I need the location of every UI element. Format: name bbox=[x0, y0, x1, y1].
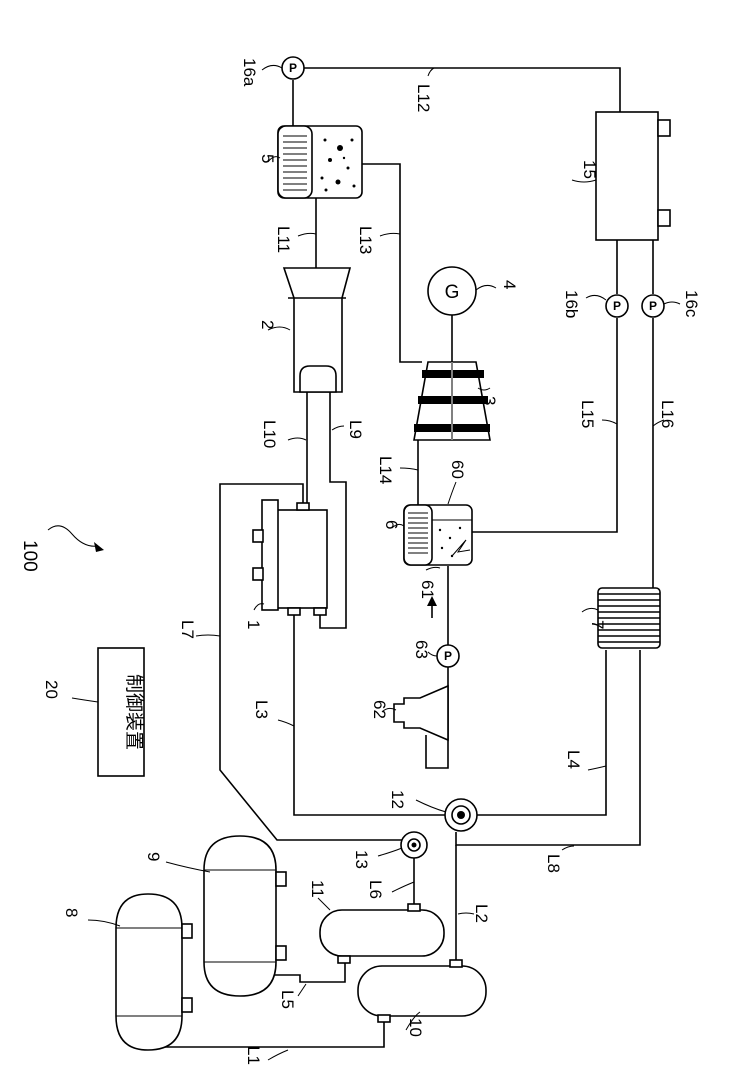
label-L2: L2 bbox=[472, 904, 491, 923]
control-device-text: 制御装置 bbox=[123, 674, 145, 750]
tank-8 bbox=[116, 894, 192, 1050]
label-5: 5 bbox=[258, 154, 277, 163]
control-device-20: 制御装置 bbox=[98, 648, 145, 776]
component-62 bbox=[394, 686, 448, 740]
component-15 bbox=[596, 112, 670, 240]
label-L12: L12 bbox=[414, 84, 433, 112]
pump-16b-letter: P bbox=[613, 299, 621, 313]
label-10: 10 bbox=[406, 1018, 425, 1037]
tank-9 bbox=[204, 836, 286, 996]
label-60: 60 bbox=[448, 460, 467, 479]
generator-letter: G bbox=[445, 282, 460, 303]
component-7 bbox=[598, 588, 660, 648]
label-L14: L14 bbox=[376, 456, 395, 484]
component-6 bbox=[404, 505, 472, 565]
label-13: 13 bbox=[352, 850, 371, 869]
valve-13 bbox=[401, 832, 427, 858]
label-16b: 16b bbox=[562, 290, 581, 318]
pump-63-letter: P bbox=[444, 649, 452, 663]
label-8: 8 bbox=[62, 908, 81, 917]
system-label-text: 100 bbox=[19, 540, 40, 572]
label-L16: L16 bbox=[658, 400, 677, 428]
generator-4: G bbox=[428, 267, 476, 315]
label-15: 15 bbox=[580, 160, 599, 179]
component-5 bbox=[278, 126, 362, 198]
label-L9: L9 bbox=[346, 420, 365, 439]
tank-11 bbox=[320, 904, 444, 963]
flow-arrow-61 bbox=[427, 596, 437, 618]
pump-16b: P bbox=[606, 295, 628, 317]
label-63: 63 bbox=[412, 640, 431, 659]
component-1 bbox=[253, 500, 327, 615]
pump-16a: P bbox=[282, 57, 304, 79]
tank-10 bbox=[358, 960, 486, 1022]
label-L15: L15 bbox=[578, 400, 597, 428]
pump-16c: P bbox=[642, 295, 664, 317]
system-label-100: 100 bbox=[19, 526, 104, 572]
label-61: 61 bbox=[418, 580, 437, 599]
label-11: 11 bbox=[308, 880, 327, 898]
label-12: 12 bbox=[388, 790, 407, 809]
pump-16c-letter: P bbox=[649, 299, 657, 313]
label-L5: L5 bbox=[278, 990, 297, 1009]
turbine-3 bbox=[414, 362, 490, 440]
label-L4: L4 bbox=[564, 750, 583, 769]
pump-16a-letter: P bbox=[289, 61, 297, 75]
label-16a: 16a bbox=[240, 58, 259, 87]
label-20: 20 bbox=[42, 680, 61, 699]
label-4: 4 bbox=[500, 280, 519, 289]
label-L10: L10 bbox=[260, 420, 279, 448]
label-7: 7 bbox=[588, 620, 607, 629]
valve-12 bbox=[445, 799, 477, 831]
pump-63: P bbox=[437, 645, 459, 667]
label-1: 1 bbox=[244, 620, 263, 629]
label-9: 9 bbox=[144, 852, 163, 861]
label-L1: L1 bbox=[244, 1046, 263, 1065]
label-16c: 16c bbox=[682, 290, 701, 318]
label-L6: L6 bbox=[366, 880, 385, 899]
label-L3: L3 bbox=[252, 700, 271, 719]
component-2 bbox=[284, 268, 350, 392]
label-L13: L13 bbox=[356, 226, 375, 254]
label-L8: L8 bbox=[544, 854, 563, 873]
label-L7: L7 bbox=[178, 620, 197, 639]
label-L11: L11 bbox=[274, 226, 293, 253]
label-3: 3 bbox=[480, 396, 499, 405]
